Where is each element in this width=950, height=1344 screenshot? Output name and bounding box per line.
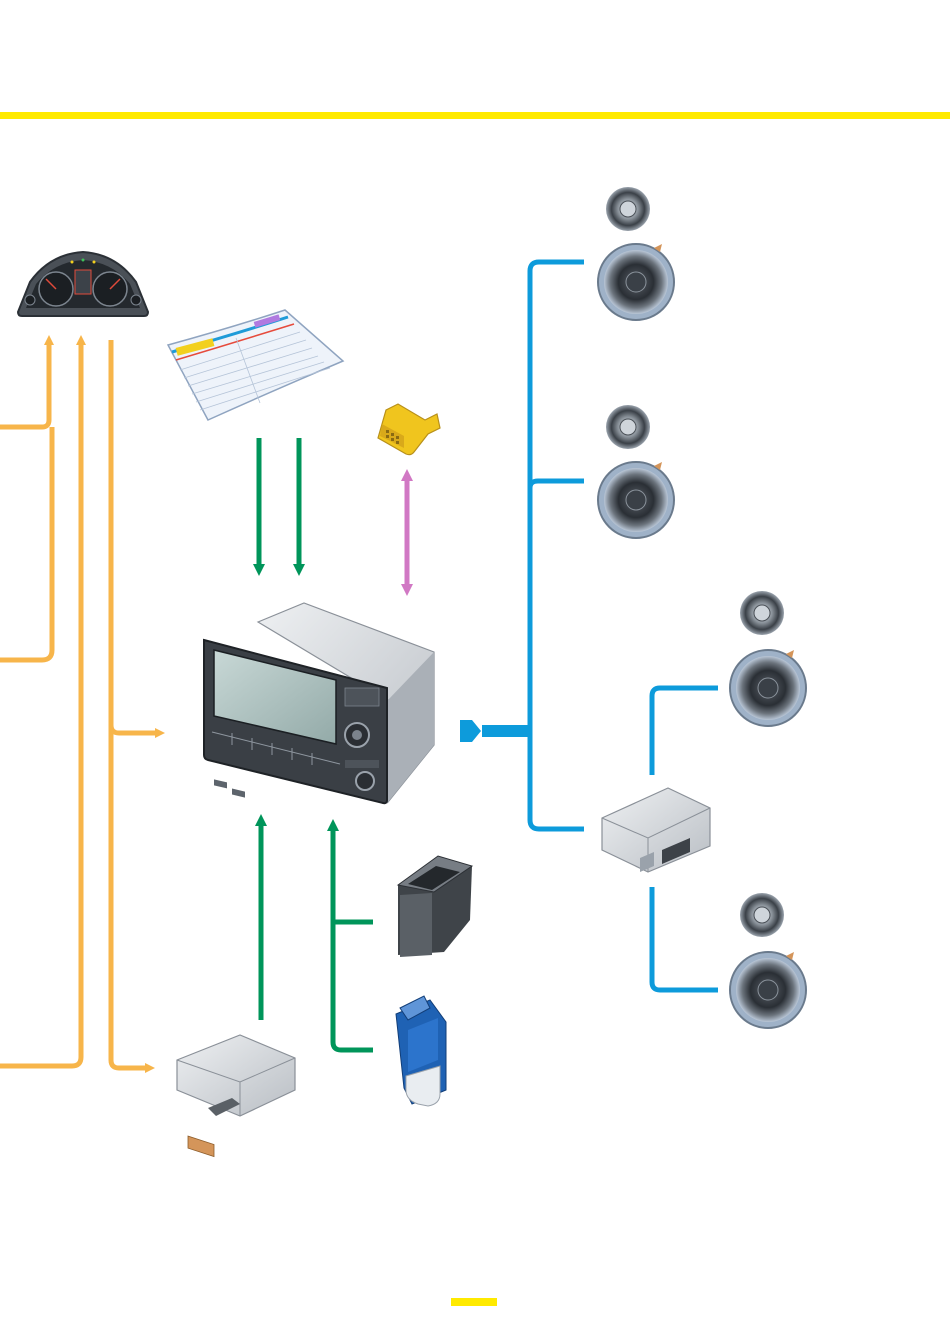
speaker-set-1 <box>598 187 674 320</box>
blue-branch-speaker-2 <box>530 481 584 488</box>
orange-line-cluster-left-lower <box>0 427 52 660</box>
tweeter-icon <box>740 893 784 937</box>
speaker-icon <box>598 462 674 538</box>
usb-socket-icon <box>396 996 446 1106</box>
speaker-set-4 <box>730 893 806 1028</box>
orange-line-cluster-right <box>111 340 160 733</box>
speaker-icon <box>730 952 806 1028</box>
green-line-inputs <box>333 825 373 1050</box>
blue-audio-lines <box>482 262 718 990</box>
control-unit-icon <box>177 1035 295 1157</box>
speaker-icon <box>598 244 674 320</box>
page-marker <box>451 1298 497 1306</box>
amplifier-icon <box>602 788 710 872</box>
head-unit-icon <box>204 603 434 803</box>
orange-line-cluster-left <box>0 340 49 427</box>
tweeter-icon <box>606 405 650 449</box>
blue-output-arrow <box>460 720 481 742</box>
aux-socket-icon <box>398 856 472 957</box>
orange-bus-lines <box>0 340 160 1068</box>
connector-icon <box>378 404 440 455</box>
windscreen-icon <box>168 310 343 420</box>
tweeter-icon <box>740 591 784 635</box>
speaker-set-3 <box>730 591 806 726</box>
blue-vertical-bus <box>530 262 584 829</box>
orange-line-cluster-mid <box>0 340 81 1066</box>
blue-amp-to-speaker-4 <box>652 887 718 990</box>
orange-line-control-unit <box>111 725 150 1068</box>
instrument-cluster-icon <box>18 252 148 316</box>
speaker-set-2 <box>598 405 674 538</box>
tweeter-icon <box>606 187 650 231</box>
blue-amp-to-speaker-3 <box>652 688 718 775</box>
speaker-icon <box>730 650 806 726</box>
